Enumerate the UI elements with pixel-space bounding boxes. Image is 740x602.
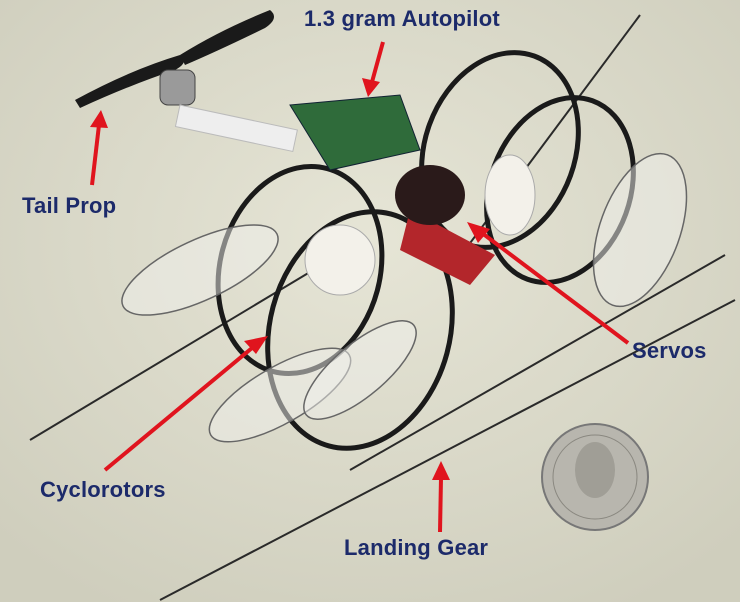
arrow-autopilot: [362, 41, 385, 97]
quarter-coin: [541, 423, 649, 531]
arrow-tail-prop: [90, 110, 108, 186]
label-servos: Servos: [632, 338, 707, 363]
rotor-blades: [121, 152, 688, 443]
tail-prop: [75, 10, 298, 153]
label-autopilot: 1.3 gram Autopilot: [304, 6, 500, 31]
arrow-landing-gear: [432, 461, 450, 533]
arrow-servos: [467, 222, 630, 345]
annotation-arrows: [90, 41, 630, 533]
label-cyclorotors: Cyclorotors: [40, 477, 166, 502]
autopilot-board: [289, 94, 536, 296]
label-tail-prop: Tail Prop: [22, 193, 117, 218]
label-landing-gear: Landing Gear: [344, 535, 489, 560]
arrow-cyclorotors: [103, 336, 268, 472]
